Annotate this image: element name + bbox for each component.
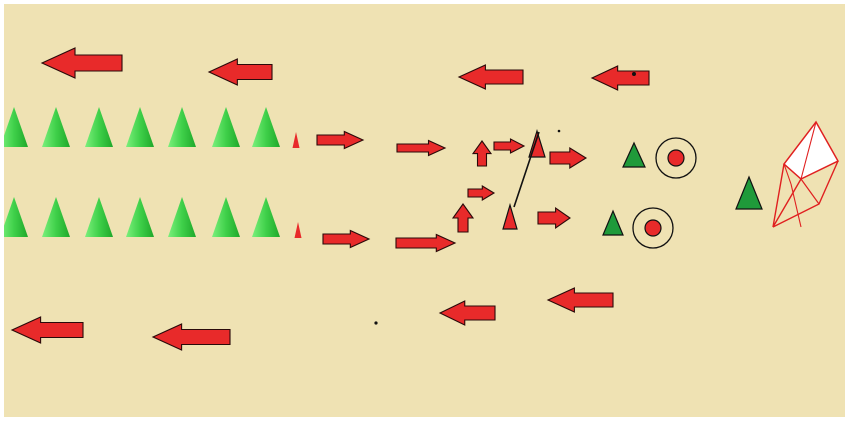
field-background: [4, 4, 845, 417]
small-red-cone-bottom: [294, 222, 302, 238]
left-arrow-top-1: [40, 47, 123, 79]
goal-frame: [772, 120, 840, 228]
right-arrow-mid-1: [493, 138, 526, 154]
green-cone-bottom-5: [168, 197, 196, 237]
up-arrow-bottom: [451, 203, 475, 233]
green-cone-top-2: [42, 107, 70, 147]
right-arrow-top-2: [396, 139, 447, 157]
green-cone-top-7: [252, 107, 280, 147]
green-cone-bottom-3: [85, 197, 113, 237]
target-top-dot: [667, 149, 685, 167]
left-arrow-bottom-4: [546, 287, 614, 313]
left-arrow-bottom-1: [10, 316, 84, 344]
green-cone-bottom-7: [252, 197, 280, 237]
red-cone-center-bottom: [502, 202, 518, 230]
target-bottom-dot: [644, 219, 662, 237]
up-arrow-top: [471, 140, 493, 167]
green-cone-top-6: [212, 107, 240, 147]
green-cone-bottom-1: [4, 197, 28, 237]
right-arrow-mid-2: [549, 147, 588, 169]
right-arrow-low-1: [467, 185, 496, 201]
right-arrow-low-2: [537, 206, 571, 230]
green-marker-top: [622, 141, 646, 168]
goal-strut-4: [800, 121, 817, 180]
goal-strut-1: [800, 178, 820, 205]
left-arrow-top-2: [207, 58, 273, 86]
green-cone-bottom-4: [126, 197, 154, 237]
green-cone-bottom-2: [42, 197, 70, 237]
dot-marker-3: [632, 72, 636, 76]
dot-marker-2: [374, 321, 378, 325]
drill-diagram: [4, 4, 845, 417]
target-top-ring: [655, 137, 697, 179]
left-arrow-top-4: [590, 65, 650, 91]
green-cone-top-5: [168, 107, 196, 147]
left-arrow-top-3: [457, 64, 524, 90]
right-arrow-top-1: [316, 130, 365, 150]
small-red-cone-top: [292, 132, 300, 148]
left-arrow-bottom-2: [151, 323, 231, 351]
right-arrow-bottom-2: [395, 233, 457, 253]
green-cone-top-3: [85, 107, 113, 147]
green-marker-bottom: [602, 209, 624, 236]
green-cone-bottom-6: [212, 197, 240, 237]
pass-line: [513, 131, 540, 208]
left-arrow-bottom-3: [438, 300, 496, 326]
right-arrow-bottom-1: [322, 229, 371, 249]
dot-marker-1: [557, 129, 561, 133]
goal-strut-3: [790, 183, 802, 228]
green-cone-top-1: [4, 107, 28, 147]
green-cone-top-4: [126, 107, 154, 147]
goal-strut-2: [783, 163, 792, 185]
target-bottom-ring: [632, 207, 674, 249]
green-marker-goal: [735, 175, 763, 210]
